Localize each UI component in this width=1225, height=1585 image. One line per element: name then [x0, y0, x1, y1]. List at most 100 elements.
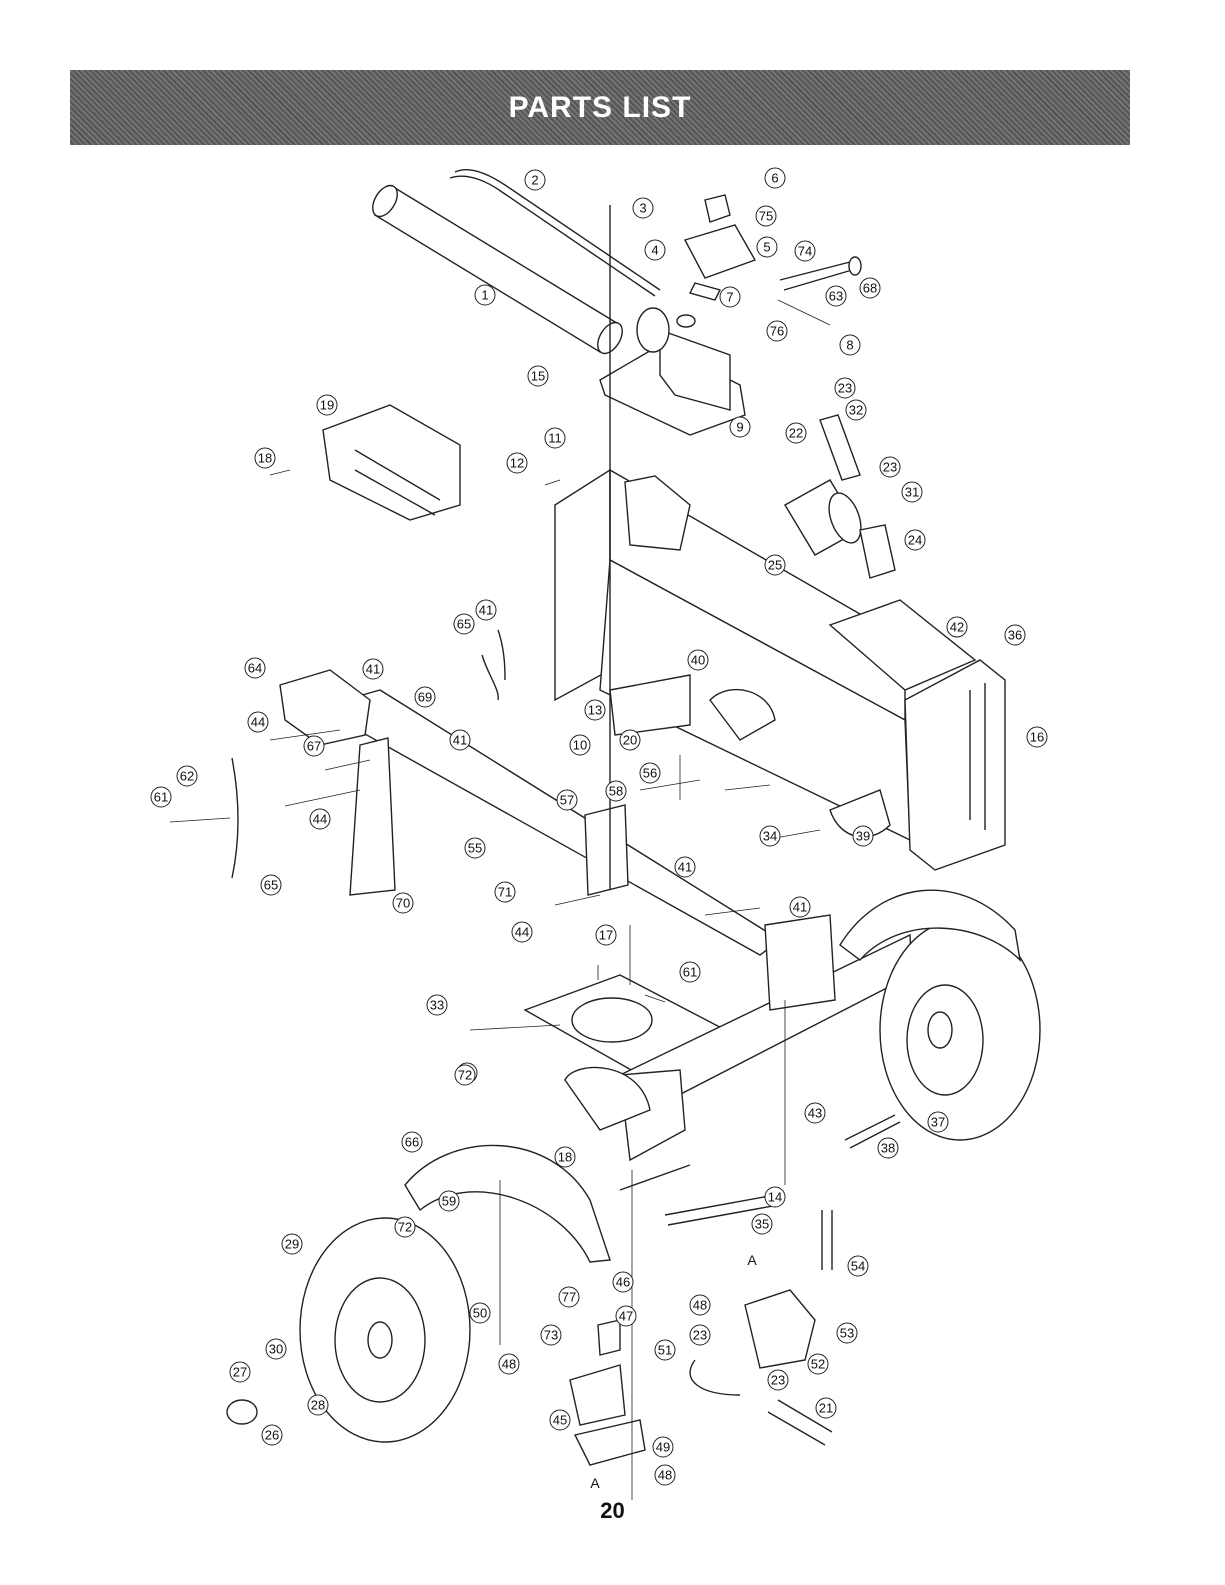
callout-number: 75 [759, 209, 773, 224]
part-callout-5: 5 [757, 237, 777, 257]
part-callout-41: 41 [790, 897, 810, 917]
callout-number: 31 [905, 485, 919, 500]
part-callout-2: 2 [525, 170, 545, 190]
callout-number: 50 [473, 1306, 487, 1321]
part-callout-12: 12 [507, 453, 527, 473]
callout-number: 34 [763, 829, 777, 844]
part-callout-16: 16 [1027, 727, 1047, 747]
part-callout-41: 41 [675, 857, 695, 877]
part-callout-48: 48 [655, 1465, 675, 1485]
callout-number: 1 [481, 288, 488, 303]
callout-number: 20 [623, 733, 637, 748]
callout-number: 7 [726, 290, 733, 305]
part-callout-69: 69 [415, 687, 435, 707]
part-callout-51: 51 [655, 1340, 675, 1360]
callout-number: 70 [396, 896, 410, 911]
callout-number: 69 [418, 690, 432, 705]
part-callout-40: 40 [688, 650, 708, 670]
part-callout-41: 41 [363, 659, 383, 679]
callout-number: 48 [502, 1357, 516, 1372]
part-callout-43: 43 [805, 1103, 825, 1123]
part-callout-44: 44 [310, 809, 330, 829]
part-callout-62: 62 [177, 766, 197, 786]
part-callout-35: 35 [752, 1214, 772, 1234]
callout-number: 26 [265, 1428, 279, 1443]
callout-number: 15 [531, 369, 545, 384]
callout-number: 10 [573, 738, 587, 753]
part-callout-48: 48 [499, 1354, 519, 1374]
part-callout-56: 56 [640, 763, 660, 783]
callout-number: 24 [908, 533, 922, 548]
callout-number: 25 [768, 558, 782, 573]
part-callout-74: 74 [795, 241, 815, 261]
callout-number: 18 [258, 451, 272, 466]
callout-number: 48 [693, 1298, 707, 1313]
part-callout-77: 77 [559, 1287, 579, 1307]
callout-number: 46 [616, 1275, 630, 1290]
part-callout-21: 21 [816, 1398, 836, 1418]
callout-number: 76 [770, 324, 784, 339]
callout-number: 23 [883, 460, 897, 475]
callout-number: 62 [180, 769, 194, 784]
callout-number: 66 [405, 1135, 419, 1150]
callout-number: 41 [678, 860, 692, 875]
callout-number: 23 [838, 381, 852, 396]
part-callout-33: 33 [427, 995, 447, 1015]
page-number: 20 [0, 1498, 1225, 1524]
part-callout-1: 1 [475, 285, 495, 305]
callout-number: 16 [1030, 730, 1044, 745]
reference-letter-a: A [590, 1475, 600, 1491]
part-callout-55: 55 [465, 838, 485, 858]
callout-number: 57 [560, 793, 574, 808]
callout-number: 72 [398, 1220, 412, 1235]
callout-number: 23 [693, 1328, 707, 1343]
part-callout-72: 72 [455, 1065, 475, 1085]
callout-number: 36 [1008, 628, 1022, 643]
callout-number: 72 [458, 1068, 472, 1083]
part-callout-54: 54 [848, 1256, 868, 1276]
part-callout-57: 57 [557, 790, 577, 810]
part-callout-47: 47 [616, 1306, 636, 1326]
callout-number: 33 [430, 998, 444, 1013]
callout-number: 17 [599, 928, 613, 943]
part-callout-75: 75 [756, 206, 776, 226]
part-callout-65: 65 [454, 614, 474, 634]
callout-number: 55 [468, 841, 482, 856]
part-callout-61: 61 [151, 787, 171, 807]
callout-number: 44 [515, 925, 529, 940]
callout-number: 12 [510, 456, 524, 471]
part-callout-44: 44 [512, 922, 532, 942]
part-callout-23: 23 [690, 1325, 710, 1345]
part-callout-8: 8 [840, 335, 860, 355]
part-callout-17: 17 [596, 925, 616, 945]
part-callout-4: 4 [645, 240, 665, 260]
part-callout-41: 41 [450, 730, 470, 750]
part-callout-65: 65 [261, 875, 281, 895]
callout-number: 53 [840, 1326, 854, 1341]
part-callout-23: 23 [835, 378, 855, 398]
part-callout-27: 27 [230, 1362, 250, 1382]
callout-number: 30 [269, 1342, 283, 1357]
part-callout-76: 76 [767, 321, 787, 341]
part-callout-18: 18 [255, 448, 275, 468]
callout-number: 41 [366, 662, 380, 677]
callout-number: 6 [771, 171, 778, 186]
part-callout-42: 42 [947, 617, 967, 637]
part-callout-29: 29 [282, 1234, 302, 1254]
callout-number: 44 [251, 715, 265, 730]
callout-number: 58 [609, 784, 623, 799]
callout-number: 9 [736, 420, 743, 435]
part-callout-53: 53 [837, 1323, 857, 1343]
part-callout-39: 39 [853, 826, 873, 846]
callout-number: 11 [548, 431, 562, 446]
callout-number: 4 [651, 243, 658, 258]
callout-number: 42 [950, 620, 964, 635]
part-callout-48: 48 [690, 1295, 710, 1315]
part-callout-9: 9 [730, 417, 750, 437]
callout-number: 43 [808, 1106, 822, 1121]
callout-number: 41 [793, 900, 807, 915]
callout-number: 13 [588, 703, 602, 718]
callout-number: 52 [811, 1357, 825, 1372]
part-callout-37: 37 [928, 1112, 948, 1132]
